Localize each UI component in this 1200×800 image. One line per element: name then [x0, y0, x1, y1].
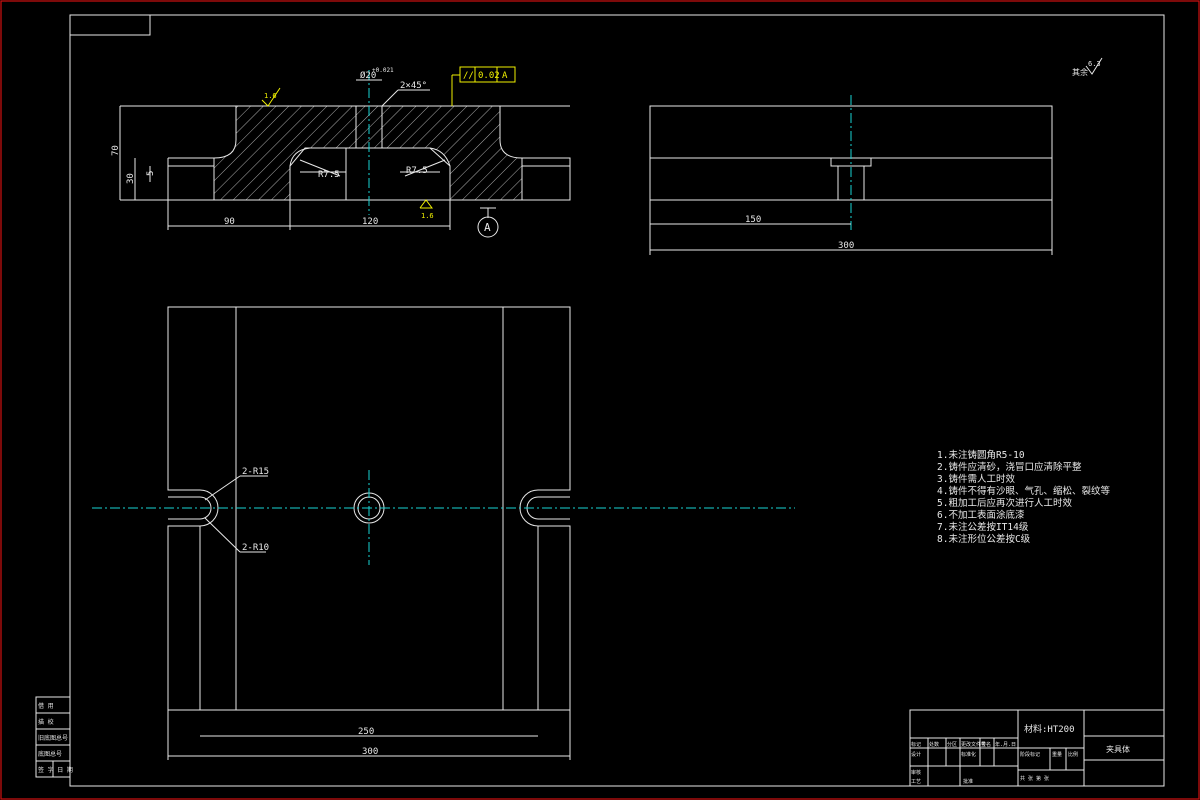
dim-300-plan: 300: [362, 747, 378, 757]
dim-70: 70: [111, 145, 121, 156]
plan-r10: 2-R10: [242, 543, 269, 553]
svg-text:年.月.日: 年.月.日: [995, 741, 1016, 748]
technical-notes: 1.未注铸圆角R5-10 2.铸件应清砂，浇冒口应清除平整 3.铸件需人工时效 …: [937, 449, 1110, 545]
svg-text://: //: [463, 71, 474, 81]
material: 材料:HT200: [1024, 723, 1075, 735]
svg-text:0.02: 0.02: [478, 71, 500, 81]
bore-tolerance: +0.021: [372, 67, 394, 74]
svg-text:重量: 重量: [1052, 751, 1062, 758]
note-7: 7.未注公差按IT14级: [937, 521, 1029, 533]
svg-text:其余: 其余: [1072, 67, 1088, 77]
svg-text:1.6: 1.6: [421, 212, 434, 220]
svg-text:6.3: 6.3: [1088, 60, 1101, 68]
svg-text:分区: 分区: [947, 741, 957, 748]
svg-text:标记: 标记: [911, 741, 921, 748]
radius-right: R7.5: [406, 166, 428, 176]
dim-120: 120: [362, 217, 378, 227]
svg-text:签名: 签名: [981, 741, 991, 748]
svg-text:借 用: 借 用: [38, 702, 54, 710]
title-block: 材料:HT200 夹具体 标记 处数 分区 更改文件号 签名 年.月.日 设计 …: [909, 709, 1165, 787]
chamfer-note: 2×45°: [400, 81, 427, 91]
svg-text:更改文件号: 更改文件号: [961, 741, 986, 748]
dim-150: 150: [745, 215, 761, 225]
note-6: 6.不加工表面涂底漆: [937, 509, 1025, 521]
geometric-tolerance: // 0.02 A: [451, 66, 516, 106]
dim-30: 30: [126, 173, 136, 184]
svg-text:A: A: [502, 71, 508, 81]
front-section-view: 70 30 5 90 120 R7.5 R7.5 Ø20 +0.021 2×45…: [111, 66, 571, 238]
dim-250: 250: [358, 727, 374, 737]
roughness-top: 1.6: [261, 87, 281, 107]
svg-text:共 张 第 张: 共 张 第 张: [1020, 775, 1049, 782]
side-view: 150 300: [649, 95, 1053, 255]
global-roughness: 其余 6.3: [1072, 57, 1103, 77]
dim-300-side: 300: [838, 241, 854, 251]
svg-text:1.6: 1.6: [264, 92, 277, 100]
svg-text:批准: 批准: [963, 778, 973, 785]
roughness-bottom: 1.6: [419, 199, 434, 220]
note-4: 4.铸件不得有沙眼、气孔、缩松、裂纹等: [937, 485, 1110, 497]
svg-text:标准化: 标准化: [961, 751, 976, 758]
svg-text:A: A: [484, 221, 491, 234]
inner-frame: [69, 14, 1165, 787]
svg-text:工艺: 工艺: [911, 779, 921, 785]
bore-dim: Ø20: [360, 70, 376, 81]
svg-text:阶段标记: 阶段标记: [1020, 751, 1040, 758]
part-name: 夹具体: [1106, 744, 1130, 754]
radius-left: R7.5: [318, 170, 340, 180]
plan-view: 2-R15 2-R10 250 300: [92, 306, 795, 760]
note-8: 8.未注形位公差按C级: [937, 533, 1031, 545]
svg-text:处数: 处数: [929, 741, 939, 748]
code-box: [69, 14, 151, 36]
svg-text:旧底图总号: 旧底图总号: [38, 734, 68, 742]
datum-a: A: [477, 207, 499, 238]
note-1: 1.未注铸圆角R5-10: [937, 449, 1025, 461]
left-side-table: 借 用 描 校 旧底图总号 底图总号 签 字 日 期: [35, 696, 73, 778]
plan-r15: 2-R15: [242, 467, 269, 477]
dim-5: 5: [146, 171, 156, 176]
note-2: 2.铸件应清砂，浇冒口应清除平整: [937, 461, 1082, 473]
svg-text:签 字 日 期: 签 字 日 期: [38, 766, 73, 774]
svg-text:底图总号: 底图总号: [38, 750, 62, 758]
dim-90: 90: [224, 217, 235, 227]
svg-text:描 校: 描 校: [38, 718, 54, 726]
section-hatch: [213, 105, 523, 201]
svg-text:比例: 比例: [1068, 751, 1078, 758]
note-3: 3.铸件需人工时效: [937, 473, 1015, 485]
svg-text:设计: 设计: [911, 751, 921, 758]
note-5: 5.粗加工后应再次进行人工时效: [937, 497, 1072, 509]
svg-text:审核: 审核: [911, 769, 921, 776]
